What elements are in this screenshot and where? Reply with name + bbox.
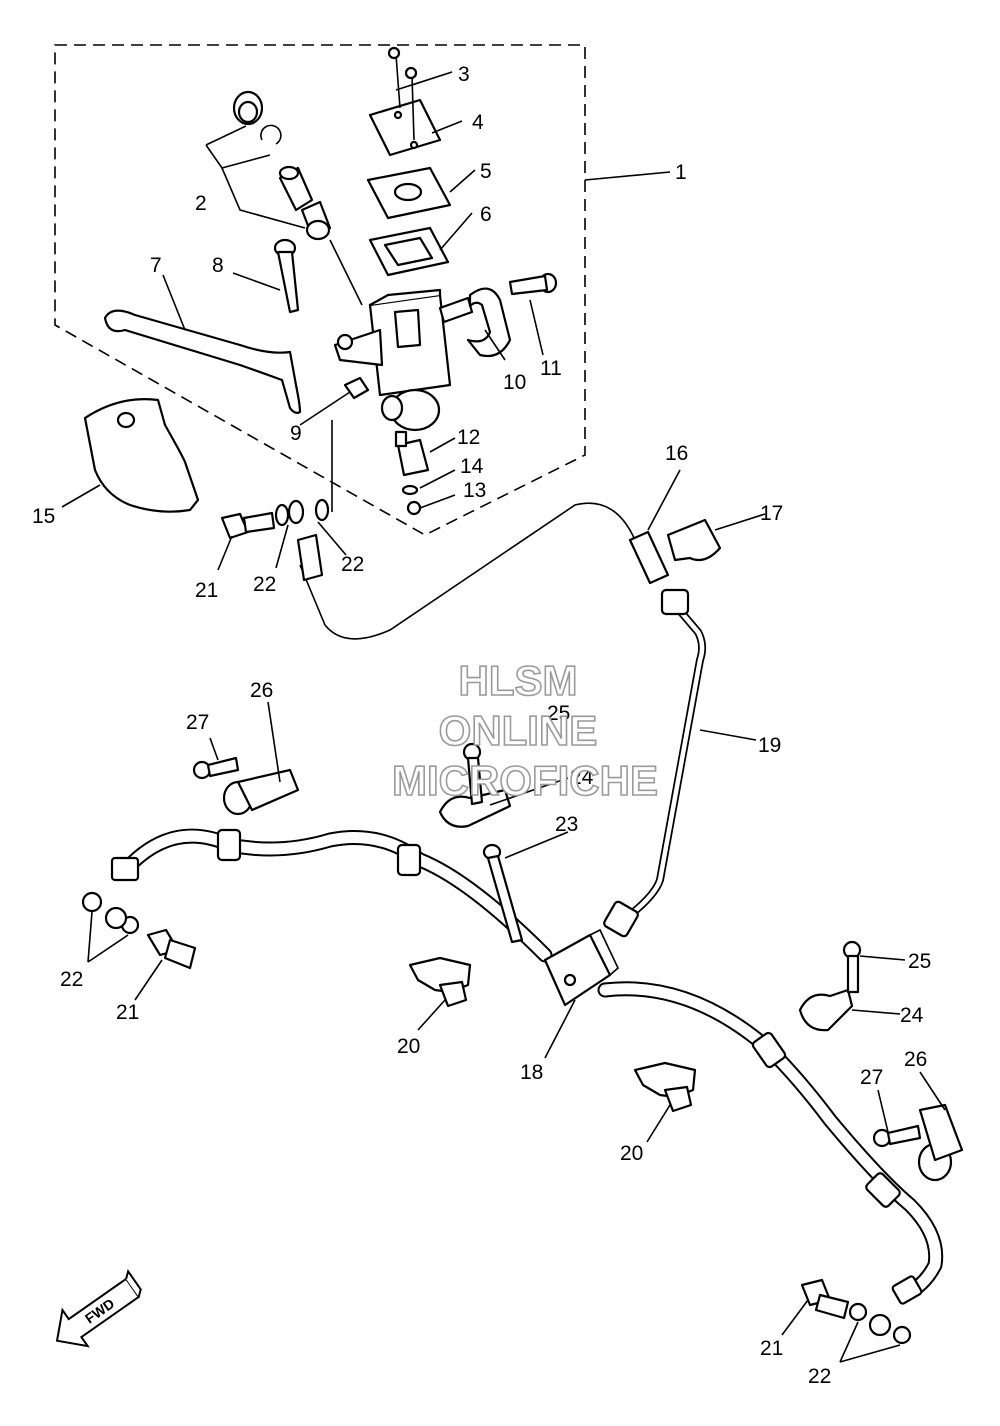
callout-17: 17 (760, 502, 783, 525)
watermark-line-1: HLSM (459, 657, 578, 704)
handlebar-clamp (466, 272, 558, 358)
hose-holders (192, 742, 964, 1182)
brake-switch (394, 430, 430, 516)
callout-27a: 27 (186, 711, 209, 734)
pivot-nut (343, 376, 370, 400)
callout-12: 12 (457, 426, 480, 449)
callout-10: 10 (503, 371, 526, 394)
forward-direction-arrow: FWD (55, 1269, 142, 1348)
watermark-line-2: ONLINE (439, 707, 598, 754)
callout-16: 16 (665, 442, 688, 465)
callout-23: 23 (555, 813, 578, 836)
callout-13: 13 (463, 479, 486, 502)
master-cylinder-cover (83, 398, 200, 513)
callout-24a: 24 (570, 766, 594, 789)
callout-1: 1 (675, 161, 687, 184)
callout-20a: 20 (397, 1035, 420, 1058)
callout-18: 18 (520, 1061, 543, 1084)
master-cylinder-assembly-boundary (54, 44, 586, 536)
hose-clips (408, 518, 722, 1113)
watermark: HLSM ONLINE MICROFICHE (391, 656, 659, 805)
reservoir-cap-parts (366, 46, 452, 277)
union-bolts-and-washers (81, 498, 912, 1345)
callout-9: 9 (290, 422, 302, 445)
leader-lines (61, 71, 946, 1363)
callout-7: 7 (150, 254, 162, 277)
callout-26b: 26 (904, 1048, 927, 1071)
callout-14: 14 (460, 455, 484, 478)
callout-24b: 24 (900, 1004, 924, 1027)
callout-2: 2 (195, 192, 207, 215)
callout-22c: 22 (60, 968, 83, 991)
callout-22d: 22 (808, 1365, 831, 1388)
master-cylinder-body (333, 288, 474, 432)
callout-20b: 20 (620, 1142, 643, 1165)
callout-8: 8 (212, 254, 224, 277)
callout-19: 19 (758, 734, 781, 757)
callout-21a: 21 (195, 579, 218, 602)
brake-lever (103, 309, 302, 414)
lower-brake-hoses (110, 828, 944, 1305)
callout-25b: 25 (908, 950, 931, 973)
callout-21b: 21 (116, 1001, 139, 1024)
callout-26a: 26 (250, 679, 273, 702)
callout-3: 3 (458, 63, 470, 86)
callout-5: 5 (480, 160, 492, 183)
callout-22a: 22 (253, 573, 276, 596)
brake-pipe (603, 588, 707, 938)
callout-11: 11 (540, 357, 562, 380)
lever-pivot-kit (232, 90, 332, 241)
callout-22b: 22 (341, 553, 364, 576)
upper-brake-hose (296, 502, 670, 640)
callout-15: 15 (32, 505, 55, 528)
callout-27b: 27 (860, 1066, 883, 1089)
pivot-bolt (273, 238, 300, 314)
callout-6: 6 (480, 203, 492, 226)
watermark-line-3: MICROFICHE (392, 757, 658, 804)
callout-labels: 1 2 3 4 5 6 7 8 9 10 11 12 13 14 15 16 1… (32, 63, 931, 1388)
callout-25a: 25 (547, 702, 570, 725)
callout-4: 4 (472, 111, 484, 134)
callout-21c: 21 (760, 1337, 783, 1360)
